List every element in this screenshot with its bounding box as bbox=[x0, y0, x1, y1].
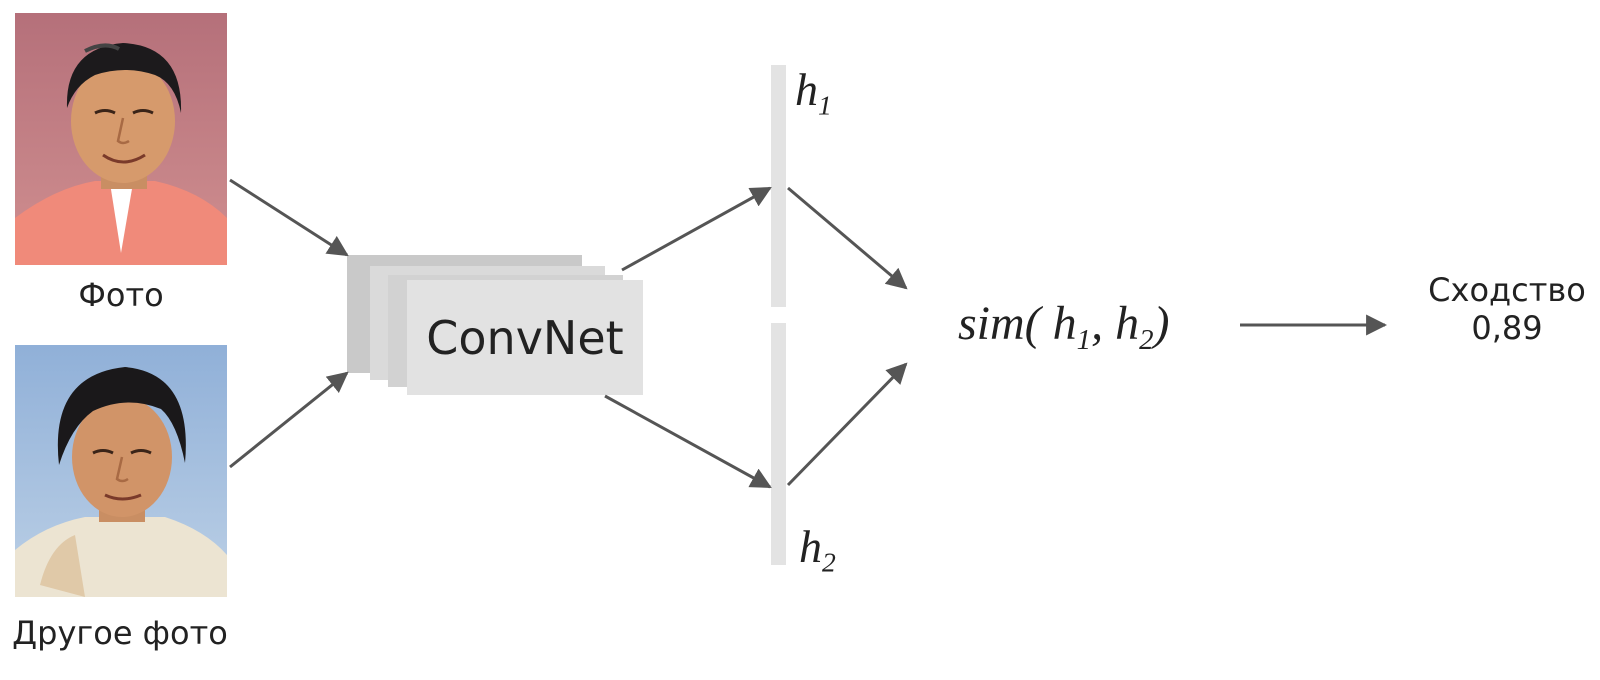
similarity-separator: , bbox=[1091, 297, 1104, 350]
embedding-symbol: h bbox=[795, 64, 818, 115]
result-value: 0,89 bbox=[1471, 309, 1543, 347]
similarity-function: sim( bbox=[958, 297, 1041, 350]
embedding-bar-h2 bbox=[771, 323, 786, 565]
embedding-label-h1: h1 bbox=[795, 63, 832, 119]
arrow-photo2-to-convnet bbox=[229, 371, 349, 469]
similarity-expression: sim( h1, h2) bbox=[958, 296, 1170, 354]
arrow-convnet-to-h2 bbox=[604, 394, 772, 489]
convnet-label: ConvNet bbox=[426, 310, 624, 365]
convnet-block: ConvNet bbox=[407, 280, 643, 395]
face-photo-1-image bbox=[15, 13, 227, 265]
embedding-label-h2: h2 bbox=[799, 520, 836, 576]
arrow-photo1-to-convnet bbox=[229, 178, 349, 257]
similarity-arg-h1-symbol: h bbox=[1052, 297, 1077, 350]
arrow-convnet-to-h1 bbox=[621, 186, 772, 272]
embedding-index: 1 bbox=[818, 89, 832, 121]
similarity-arg-h2-symbol: h bbox=[1115, 297, 1140, 350]
input-photo-1 bbox=[15, 13, 227, 265]
similarity-result: Сходство 0,89 bbox=[1412, 271, 1600, 347]
result-label: Сходство bbox=[1428, 271, 1586, 309]
arrow-h1-to-sim bbox=[787, 186, 908, 290]
photo-caption: Другое фото bbox=[12, 614, 228, 652]
embedding-index: 2 bbox=[822, 546, 836, 578]
embedding-bar-h1 bbox=[771, 65, 786, 307]
face-photo-2-image bbox=[15, 345, 227, 597]
similarity-arg-h1-index: 1 bbox=[1076, 324, 1092, 357]
embedding-symbol: h bbox=[799, 521, 822, 572]
photo-caption: Фото bbox=[78, 276, 164, 314]
arrow-h2-to-sim bbox=[786, 362, 908, 487]
similarity-arg-h2-index: 2 bbox=[1139, 324, 1154, 357]
similarity-close-paren: ) bbox=[1153, 297, 1170, 350]
input-photo-2 bbox=[15, 345, 227, 597]
